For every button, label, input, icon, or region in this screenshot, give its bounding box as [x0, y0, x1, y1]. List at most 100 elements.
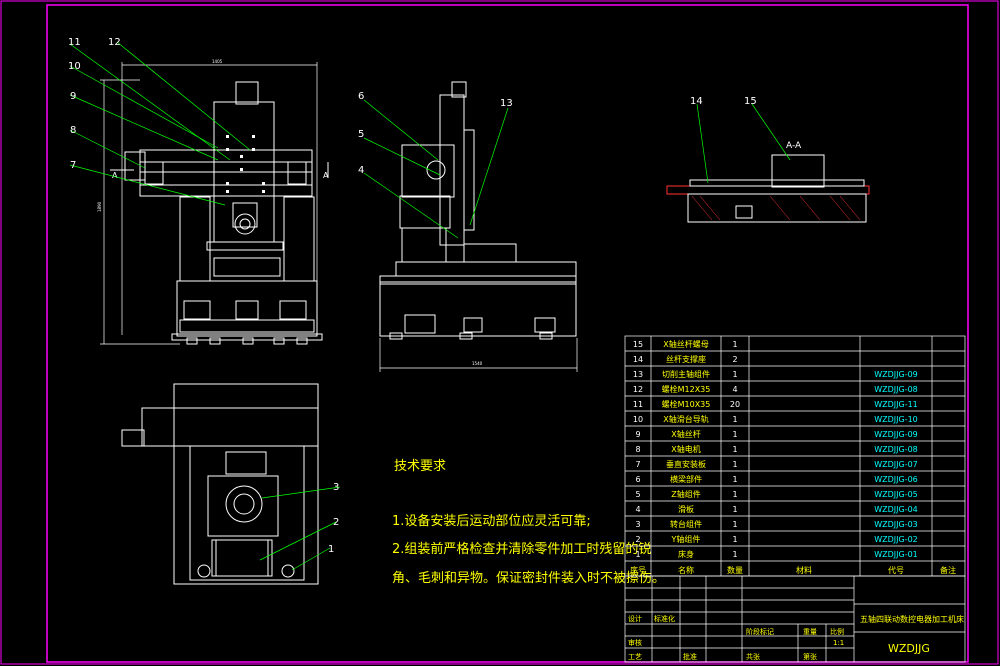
dim-side-width: 1540	[472, 361, 483, 366]
bom-row-qty: 20	[730, 400, 740, 409]
balloon-9: 9	[70, 91, 76, 102]
dim-front-width: 1405	[212, 59, 223, 64]
bom-row-qty: 1	[732, 370, 737, 379]
top-view	[121, 383, 319, 585]
bom-row-name: 螺栓M12X35	[662, 384, 711, 394]
balloon-10: 10	[68, 61, 81, 72]
bom-row-no: 3	[635, 520, 640, 529]
bom-row-name: 螺栓M10X35	[662, 399, 711, 409]
bom-row-code: WZDJJG-07	[874, 460, 918, 469]
balloon-6: 6	[358, 91, 364, 102]
tech-req-line3: 角、毛刺和异物。保证密封件装入时不被擦伤。	[392, 570, 665, 586]
bom-header-code: 代号	[888, 565, 904, 575]
balloon-4: 4	[358, 165, 364, 176]
bom-row-code: WZDJJG-05	[874, 490, 918, 499]
bom-row-code: WZDJJG-11	[874, 400, 918, 409]
bom-row-no: 12	[633, 385, 643, 394]
bom-row-no: 9	[635, 430, 640, 439]
bom-row-no: 8	[635, 445, 640, 454]
section-leaders	[696, 103, 791, 184]
bom-header-remark: 备注	[940, 565, 956, 575]
bom-row-name: Z轴组件	[671, 489, 700, 499]
title-block-grid	[624, 575, 966, 663]
bom-row-no: 1	[635, 550, 640, 559]
side-view	[379, 81, 577, 340]
bom-row-code: WZDJJG-02	[874, 535, 918, 544]
bom-row-name: 滑板	[678, 504, 694, 514]
bom-row-code: WZDJJG-04	[874, 505, 918, 514]
top-leaders	[259, 486, 341, 571]
bom-row-name: 垂直安装板	[666, 459, 706, 469]
drawing-title: 五轴四联动数控电器加工机床	[860, 614, 964, 624]
bom-row-name: 转台组件	[670, 519, 702, 529]
title-weight: 重量	[803, 628, 817, 636]
bom-header-material: 材料	[796, 565, 812, 575]
bom-header-qty: 数量	[727, 565, 743, 575]
balloon-7: 7	[70, 160, 76, 171]
bom-row-qty: 1	[732, 490, 737, 499]
bom-row-name: 切削主轴组件	[662, 369, 710, 379]
bom-row-no: 13	[633, 370, 643, 379]
balloon-15: 15	[744, 96, 757, 107]
bom-row-qty: 1	[732, 520, 737, 529]
bom-header-no: 序号	[630, 565, 646, 575]
drawing-number: WZDJJG	[888, 642, 930, 655]
bom-row-name: 床身	[678, 549, 694, 559]
bom-row-qty: 1	[732, 535, 737, 544]
balloon-11: 11	[68, 37, 81, 48]
bom-row-no: 10	[633, 415, 643, 424]
front-leaders	[69, 41, 251, 206]
title-standard: 标准化	[654, 614, 675, 623]
bom-row-name: X轴滑台导轨	[663, 414, 708, 424]
bom-row-code: WZDJJG-10	[874, 415, 918, 424]
bom-row-name: 丝杆支撑座	[666, 354, 706, 364]
bom-row-code: WZDJJG-06	[874, 475, 918, 484]
section-view	[666, 154, 870, 223]
front-dimensions	[100, 62, 318, 345]
bom-row-qty: 1	[732, 475, 737, 484]
bom-row-qty: 1	[732, 430, 737, 439]
bom-row-code: WZDJJG-08	[874, 445, 918, 454]
title-sheet2: 第张	[803, 652, 817, 661]
front-view	[124, 81, 323, 345]
title-design: 设计	[628, 614, 642, 623]
bom-row-no: 4	[635, 505, 640, 514]
dim-front-height: 1890	[97, 201, 102, 212]
bom-row-no: 11	[633, 400, 643, 409]
section-mark-right: A	[323, 171, 329, 180]
bom-row-name: X轴丝杆	[671, 429, 700, 439]
title-scale: 比例	[830, 627, 844, 636]
bom-row-name: X轴电机	[671, 444, 700, 454]
bom-row-no: 14	[633, 355, 643, 364]
title-process: 工艺	[628, 653, 642, 661]
bom-row-qty: 4	[732, 385, 737, 394]
balloon-12: 12	[108, 37, 121, 48]
bom-row-no: 5	[635, 490, 640, 499]
title-scale-value: 1:1	[833, 639, 844, 647]
bom-row-name: X轴丝杆螺母	[663, 339, 708, 349]
bom-header-name: 名称	[678, 565, 694, 575]
side-leaders	[363, 99, 509, 239]
balloon-14: 14	[690, 96, 703, 107]
tech-req-title: 技术要求	[394, 459, 446, 474]
title-stage: 阶段标记	[746, 627, 774, 636]
bom-row-no: 2	[635, 535, 640, 544]
bom-row-no: 6	[635, 475, 640, 484]
side-dimensions	[379, 338, 578, 372]
bom-row-qty: 1	[732, 340, 737, 349]
section-label: A-A	[786, 141, 802, 151]
section-mark-left: A	[112, 171, 118, 180]
title-sheet: 共张	[746, 652, 760, 661]
balloon-8: 8	[70, 125, 76, 136]
bom-row-qty: 1	[732, 460, 737, 469]
balloon-2: 2	[333, 517, 339, 528]
balloon-3: 3	[333, 482, 339, 493]
balloon-1: 1	[328, 544, 334, 555]
bom-row-name: 横梁部件	[670, 474, 702, 484]
tech-req-line2: 2.组装前严格检查并清除零件加工时残留的锐	[392, 541, 651, 557]
inner-frame	[46, 4, 969, 663]
bom-row-code: WZDJJG-09	[874, 430, 918, 439]
bom-row-qty: 2	[732, 355, 737, 364]
